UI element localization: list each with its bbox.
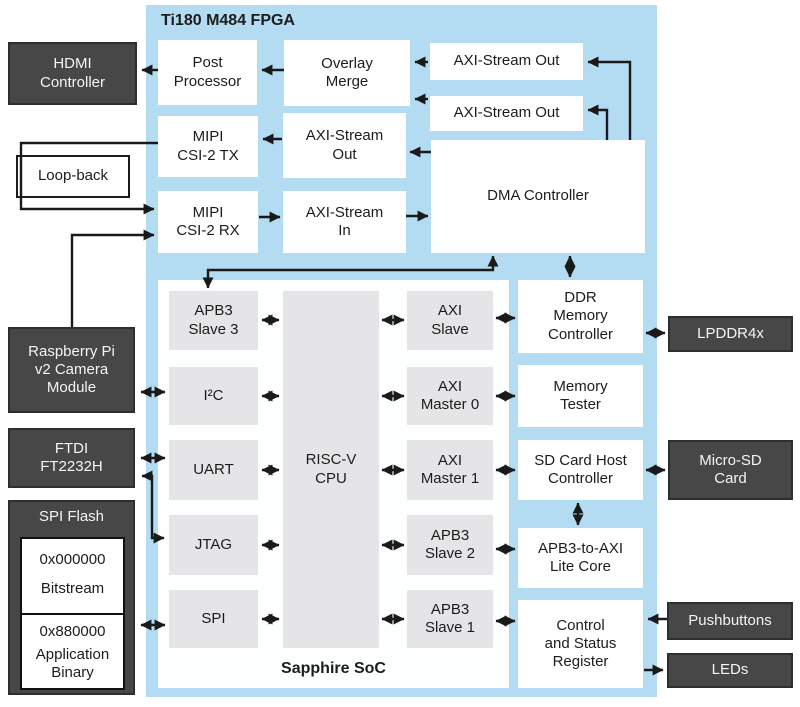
raspberry-pi-camera-label: Raspberry Pi v2 Camera Module: [28, 342, 115, 397]
wire-camera-to-mipirx: [70, 229, 155, 327]
block-post-processor: Post Processor: [158, 40, 257, 105]
riscv-cpu-label: RISC-V CPU: [305, 451, 357, 487]
ftdi-ft2232h-label: FTDI FT2232H: [40, 439, 103, 475]
pushbuttons-label: Pushbuttons: [688, 611, 772, 629]
bitstream-address: 0x000000: [39, 551, 106, 569]
block-dma-controller: DMA Controller: [431, 140, 645, 253]
block-micro-sd-card: Micro-SD Card: [668, 440, 793, 500]
apb3-slave-1-label: APB3 Slave 1: [424, 600, 476, 636]
block-overlay-merge: Overlay Merge: [284, 40, 410, 106]
loopback-label: Loop-back: [37, 167, 109, 185]
block-mipi-csi2-tx: MIPI CSI-2 TX: [158, 116, 258, 177]
block-jtag: JTAG: [169, 515, 258, 575]
axi-master-1-label: AXI Master 1: [420, 451, 480, 487]
block-memory-tester: Memory Tester: [518, 365, 643, 427]
leds-label: LEDs: [711, 661, 749, 679]
mipi-csi2-rx-label: MIPI CSI-2 RX: [176, 203, 240, 239]
fpga-title: Ti180 M484 FPGA: [161, 12, 295, 29]
axi-master-0-label: AXI Master 0: [420, 377, 480, 413]
block-apb3-slave-3: APB3 Slave 3: [169, 291, 258, 350]
spi-flash-region-bitstream: 0x000000 Bitstream: [20, 537, 125, 615]
block-axi-master-1: AXI Master 1: [407, 440, 493, 500]
dma-controller-label: DMA Controller: [487, 187, 589, 205]
axi-stream-in-label: AXI-Stream In: [305, 203, 384, 239]
block-riscv-cpu: RISC-V CPU: [283, 291, 379, 648]
application-label: Application Binary: [35, 645, 110, 681]
control-status-register-label: Control and Status Register: [544, 616, 617, 671]
spi-label: SPI: [201, 609, 226, 627]
block-apb3-slave-1: APB3 Slave 1: [407, 590, 493, 648]
micro-sd-card-label: Micro-SD Card: [699, 451, 762, 487]
lpddr4x-label: LPDDR4x: [697, 324, 764, 342]
axi-slave-label: AXI Slave: [431, 302, 469, 338]
axi-stream-out-1-label: AXI-Stream Out: [453, 52, 560, 70]
axi-stream-out-2-label: AXI-Stream Out: [453, 104, 560, 122]
sd-card-host-controller-label: SD Card Host Controller: [534, 451, 627, 487]
block-axi-slave: AXI Slave: [407, 291, 493, 350]
block-raspberry-pi-camera: Raspberry Pi v2 Camera Module: [8, 327, 135, 413]
block-leds: LEDs: [667, 653, 793, 688]
mipi-csi2-tx-label: MIPI CSI-2 TX: [177, 128, 239, 164]
apb3-slave-2-label: APB3 Slave 2: [424, 526, 476, 562]
memory-tester-label: Memory Tester: [553, 377, 608, 413]
i2c-label: I²C: [203, 386, 224, 404]
block-sd-card-host-controller: SD Card Host Controller: [518, 440, 643, 500]
block-axi-stream-out-1: AXI-Stream Out: [430, 43, 583, 80]
overlay-merge-label: Overlay Merge: [321, 54, 373, 90]
block-apb3-slave-2: APB3 Slave 2: [407, 515, 493, 575]
block-axi-stream-out-3: AXI-Stream Out: [283, 113, 406, 178]
block-ftdi-ft2232h: FTDI FT2232H: [8, 428, 135, 488]
axi-stream-out-3-label: AXI-Stream Out: [305, 127, 384, 163]
block-apb3-to-axi-lite-core: APB3-to-AXI Lite Core: [518, 528, 643, 588]
ddr-memory-controller-label: DDR Memory Controller: [547, 289, 614, 343]
jtag-label: JTAG: [194, 535, 233, 553]
block-pushbuttons: Pushbuttons: [667, 602, 793, 640]
apb3-slave-3-label: APB3 Slave 3: [188, 302, 239, 338]
block-uart: UART: [169, 440, 258, 500]
block-lpddr4x: LPDDR4x: [668, 316, 793, 352]
block-axi-stream-in: AXI-Stream In: [283, 191, 406, 253]
hdmi-controller-label: HDMI Controller: [39, 55, 106, 91]
block-loopback: Loop-back: [16, 155, 130, 198]
spi-flash-region-application: 0x880000 Application Binary: [20, 615, 125, 690]
block-spi: SPI: [169, 590, 258, 648]
spi-flash-title: SPI Flash: [38, 508, 105, 525]
block-control-status-register: Control and Status Register: [518, 600, 643, 688]
bitstream-label: Bitstream: [40, 580, 105, 598]
block-axi-stream-out-2: AXI-Stream Out: [430, 96, 583, 131]
block-i2c: I²C: [169, 367, 258, 425]
block-ddr-memory-controller: DDR Memory Controller: [518, 280, 643, 353]
application-address: 0x880000: [39, 622, 106, 640]
block-hdmi-controller: HDMI Controller: [8, 42, 137, 105]
block-axi-master-0: AXI Master 0: [407, 367, 493, 425]
apb3-to-axi-lite-core-label: APB3-to-AXI Lite Core: [537, 539, 624, 575]
uart-label: UART: [193, 460, 234, 478]
block-mipi-csi2-rx: MIPI CSI-2 RX: [158, 191, 258, 253]
post-processor-label: Post Processor: [173, 54, 242, 90]
sapphire-soc-label: Sapphire SoC: [281, 660, 386, 677]
